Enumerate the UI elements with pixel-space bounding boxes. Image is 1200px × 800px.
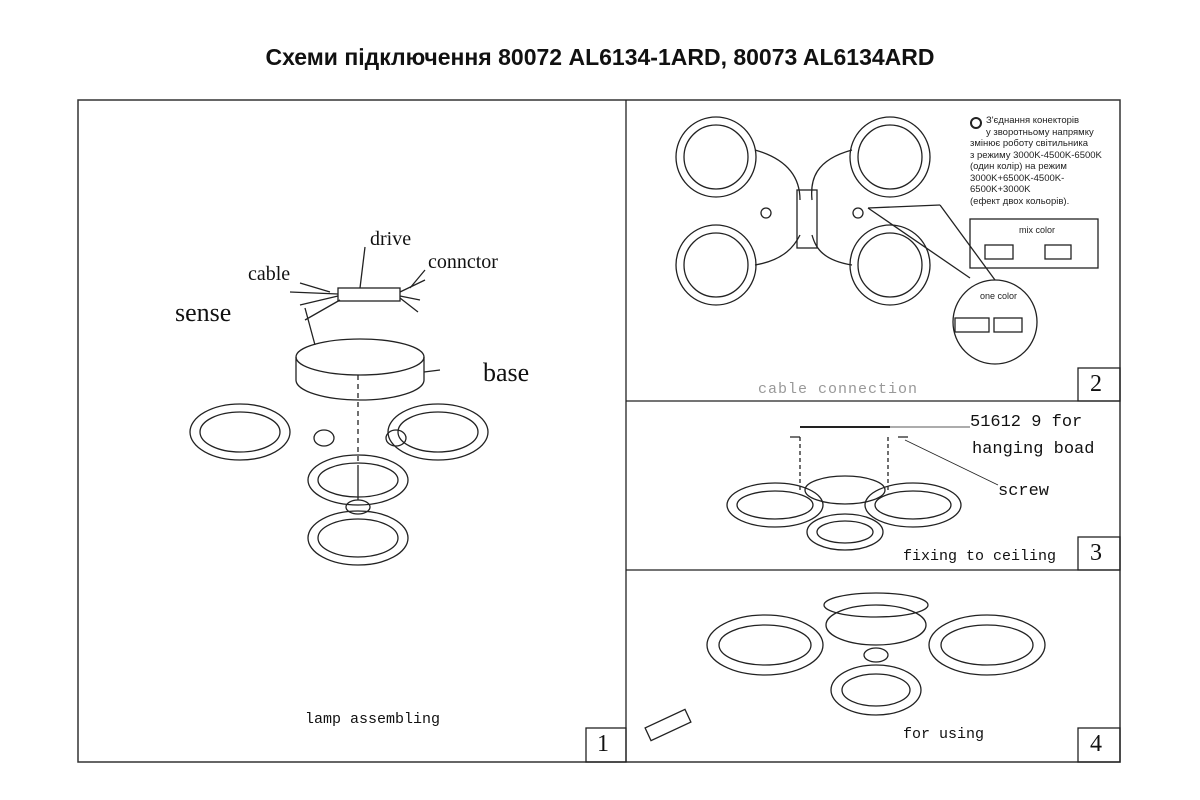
lamp-exploded-view [189,246,489,566]
assembled-lamp-view [644,592,1046,742]
connector-note: З'єднання конекторів у зворотньому напря… [970,115,1102,207]
ceiling-fixing-diagram [726,426,999,551]
page-title: Схеми підключення 80072 AL6134-1ARD, 800… [265,44,935,70]
caption-fixing-to-ceiling: fixing to ceiling [903,548,1057,565]
caption-for-using: for using [903,726,985,743]
label-sense: sense [175,298,232,327]
number-box-2 [1077,367,1121,402]
remote-control-icon [644,708,692,742]
label-screw: screw [998,482,1050,501]
label-base: base [483,358,530,387]
label-one-color: one color [980,291,1018,301]
cable-connection-diagram [675,116,1099,365]
number-box-1 [585,727,627,763]
number-box-4 [1077,727,1121,763]
label-hanging-board: hanging boad [972,440,1095,459]
caption-cable-connection: cable connection [758,381,919,398]
panel-number-4: 4 [1090,731,1102,757]
label-mix-color: mix color [1019,225,1056,235]
label-cable: cable [248,263,291,285]
panel-number-2: 2 [1090,371,1102,397]
label-drive: drive [370,228,412,250]
panel-number-1: 1 [597,731,609,757]
label-connector: connctor [428,251,498,273]
label-part-number: 51612 9 for [970,413,1083,432]
caption-lamp-assembling: lamp assembling [305,711,441,728]
driver-box [337,287,401,302]
panel-number-3: 3 [1090,540,1102,566]
number-box-3 [1077,536,1121,571]
